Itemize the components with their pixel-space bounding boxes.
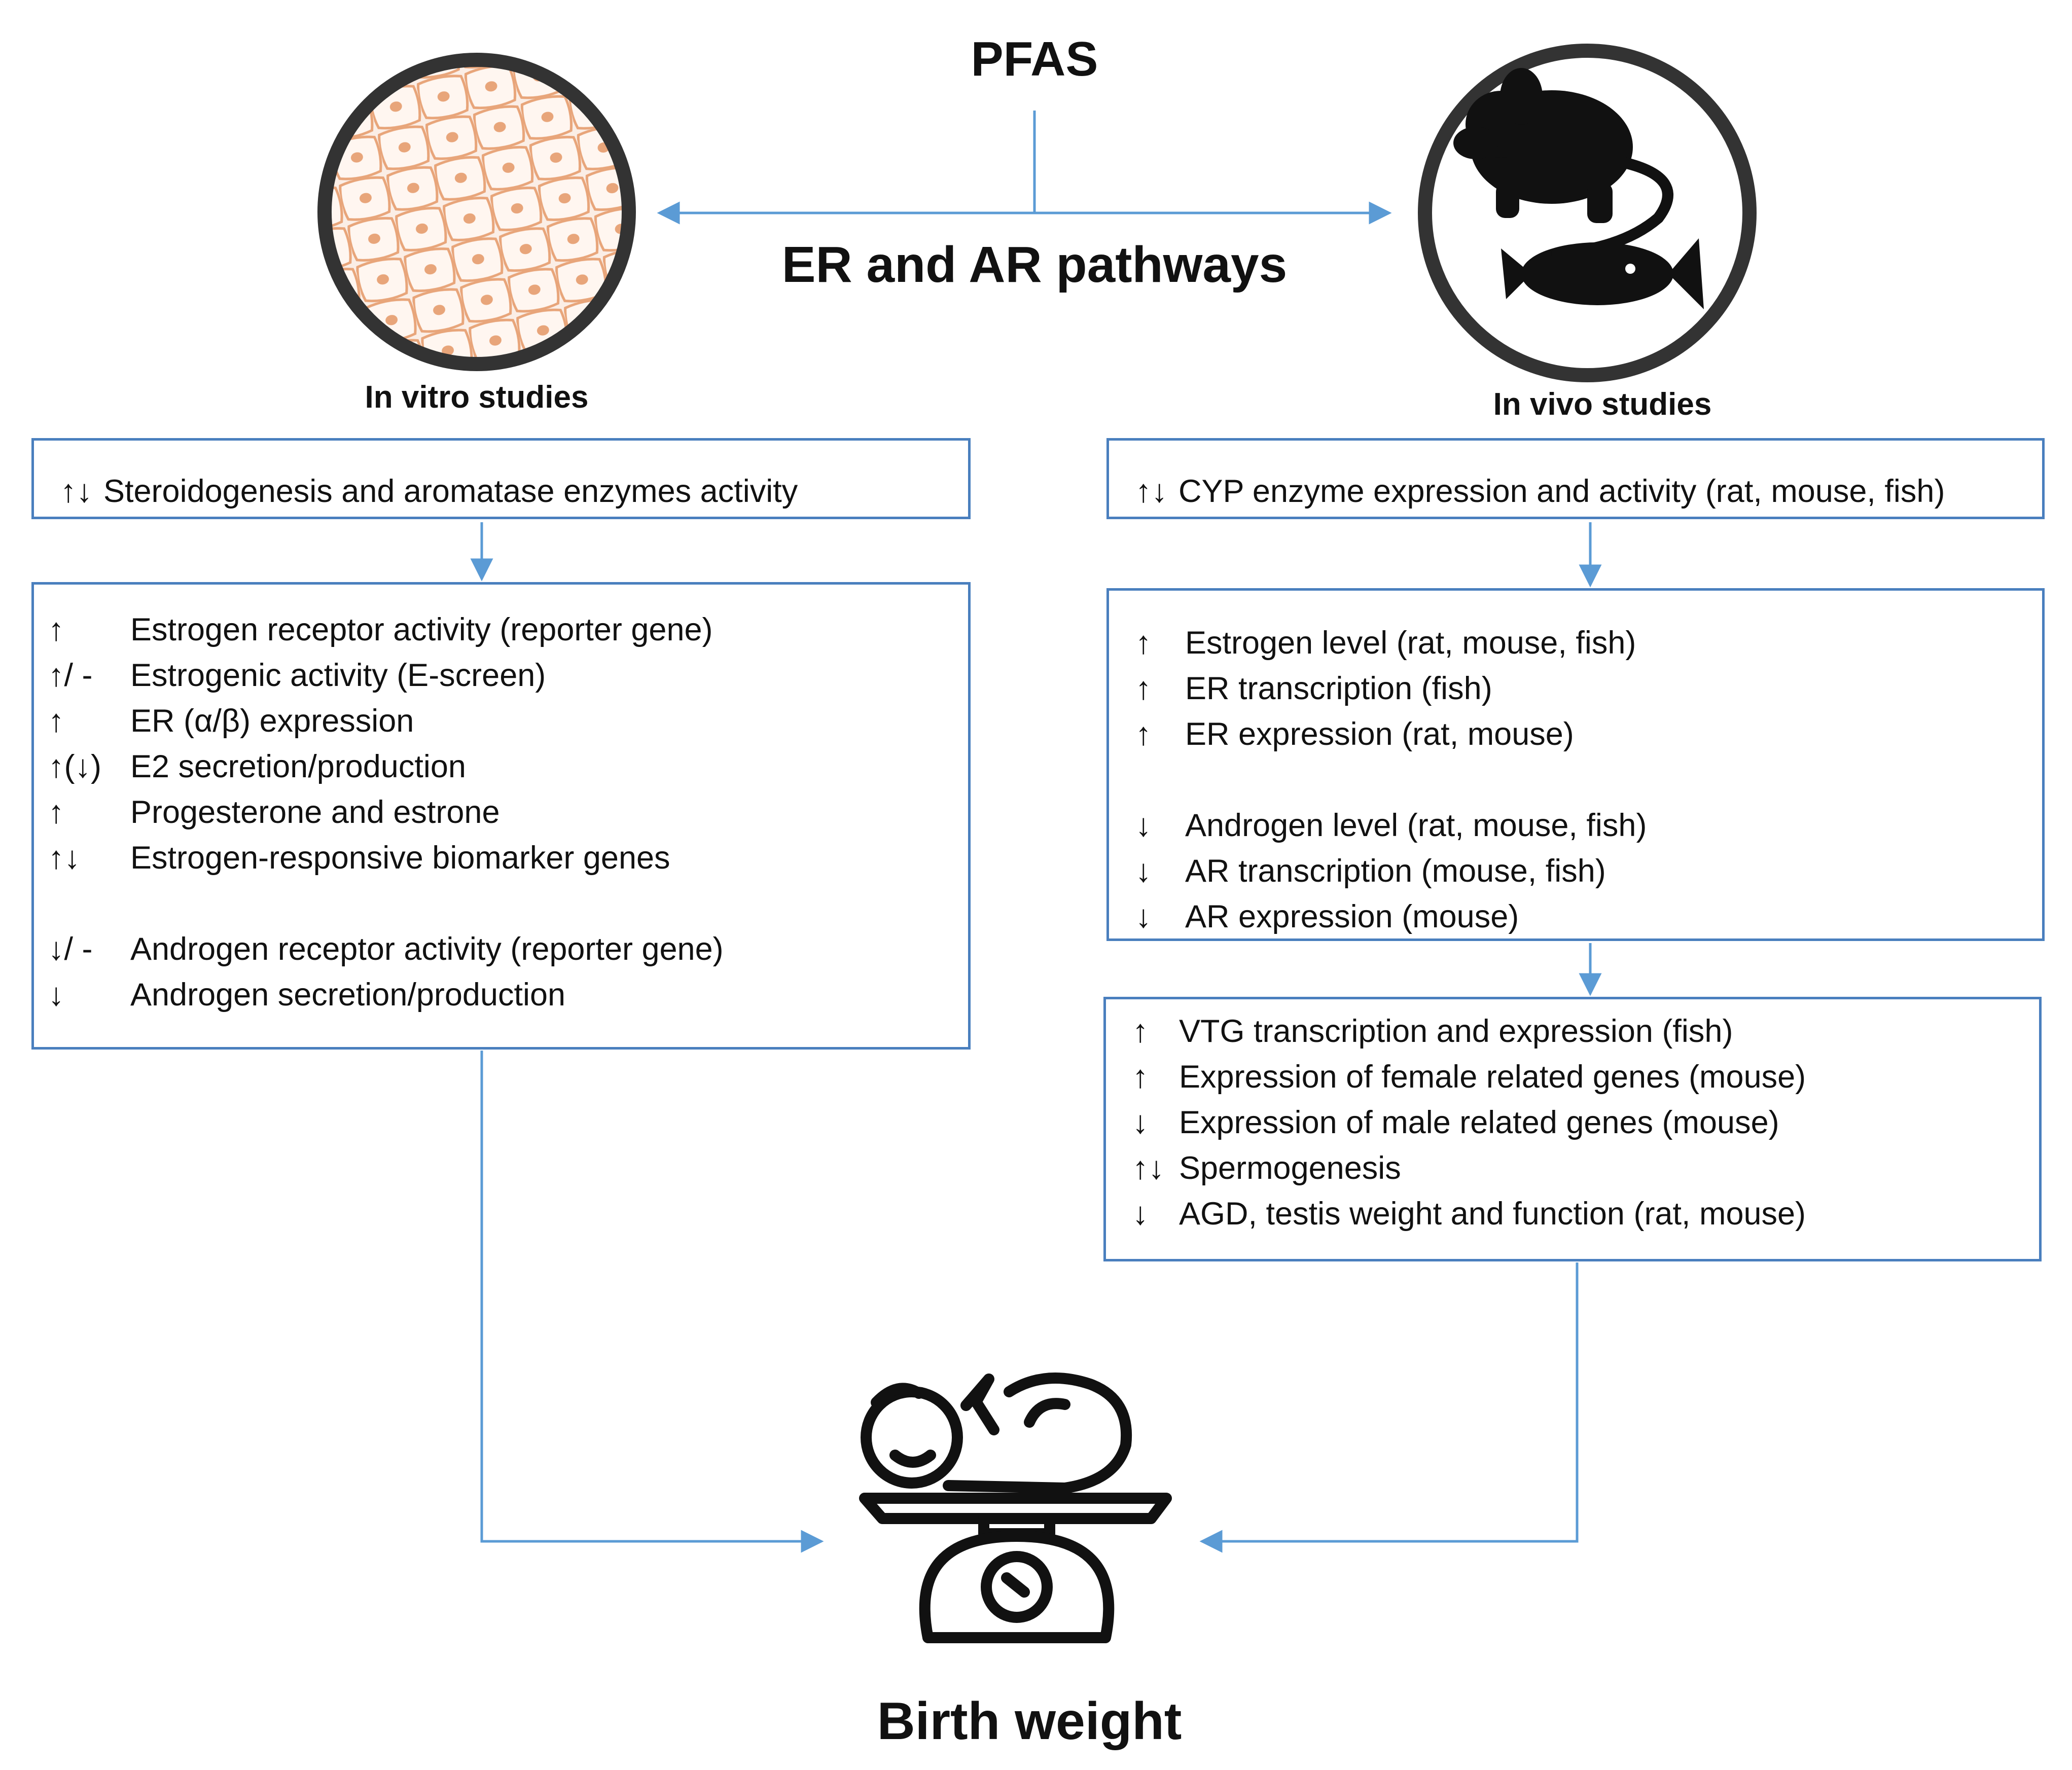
effect-symbol: ↓ bbox=[48, 977, 64, 1013]
effect-symbol: ↑↓ bbox=[60, 474, 92, 509]
effect-text: AR expression (mouse) bbox=[1185, 899, 1519, 934]
in-vitro-caption: In vitro studies bbox=[365, 380, 589, 415]
effect-text: Estrogen receptor activity (reporter gen… bbox=[130, 612, 713, 647]
effect-text: E2 secretion/production bbox=[130, 749, 466, 784]
cell-culture-icon bbox=[317, 53, 636, 371]
effect-text: ER transcription (fish) bbox=[1185, 671, 1492, 706]
effect-text: Estrogenic activity (E-screen) bbox=[130, 658, 546, 693]
effect-text: ER expression (rat, mouse) bbox=[1185, 716, 1574, 752]
list-item: ↑ ER transcription (fish) bbox=[1135, 666, 2042, 711]
list-item: ↓ AGD, testis weight and function (rat, m… bbox=[1132, 1191, 2039, 1237]
effect-symbol: ↓ bbox=[1132, 1196, 1149, 1232]
in-vivo-enzyme-box: ↑↓ CYP enzyme expression and activity (r… bbox=[1106, 438, 2045, 519]
list-item: ↑ Progesterone and estrone bbox=[48, 789, 968, 835]
effect-symbol: ↓ bbox=[1135, 853, 1152, 889]
rodent-and-fish-icon bbox=[1418, 44, 1757, 382]
effect-symbol: ↑ bbox=[1135, 716, 1152, 752]
effect-symbol: ↑↓ bbox=[48, 840, 80, 876]
effect-text: ER (α/β) expression bbox=[130, 703, 414, 739]
effect-text: Steroidogenesis and aromatase enzymes ac… bbox=[103, 474, 798, 509]
effect-symbol: ↑ bbox=[1135, 671, 1152, 706]
effect-symbol: ↓ bbox=[1135, 899, 1152, 934]
list-item: ↓ AR transcription (mouse, fish) bbox=[1135, 848, 2042, 894]
effect-symbol: ↑ bbox=[48, 794, 64, 830]
effect-symbol: ↑ bbox=[1132, 1014, 1149, 1049]
effect-symbol: ↓/ - bbox=[48, 931, 93, 967]
list-item: ↓ Expression of male related genes (mouse… bbox=[1132, 1100, 2039, 1145]
effect-text: Expression of female related genes (mous… bbox=[1179, 1059, 1806, 1095]
in-vitro-effects-box: ↑ Estrogen receptor activity (reporter ge… bbox=[31, 582, 971, 1050]
effect-text: VTG transcription and expression (fish) bbox=[1179, 1014, 1733, 1049]
list-item: ↑/ - Estrogenic activity (E-screen) bbox=[48, 653, 968, 698]
in-vivo-hormone-box: ↑ Estrogen level (rat, mouse, fish) ↑ ER t… bbox=[1106, 588, 2045, 941]
in-vitro-enzyme-box: ↑↓ Steroidogenesis and aromatase enzymes… bbox=[31, 438, 971, 519]
effect-symbol: ↑ bbox=[48, 703, 64, 739]
effect-symbol: ↑/ - bbox=[48, 658, 93, 693]
pathway-label: ER and AR pathways bbox=[781, 236, 1288, 293]
effect-text: AGD, testis weight and function (rat, mo… bbox=[1179, 1196, 1806, 1232]
list-item: ↓ AR expression (mouse) bbox=[1135, 894, 2042, 940]
list-item: ↓ Androgen secretion/production bbox=[48, 972, 968, 1018]
section-spacer bbox=[1135, 757, 2042, 803]
effect-symbol: ↓ bbox=[1135, 808, 1152, 843]
list-item: ↑ VTG transcription and expression (fish) bbox=[1132, 1008, 2039, 1054]
list-item: ↑ ER expression (rat, mouse) bbox=[1135, 711, 2042, 757]
arrow-vitro-to-birth-weight bbox=[480, 1051, 824, 1553]
effect-text: Androgen level (rat, mouse, fish) bbox=[1185, 808, 1647, 843]
in-vivo-outcome-box: ↑ VTG transcription and expression (fish)… bbox=[1103, 997, 2042, 1261]
list-item: ↑↓ CYP enzyme expression and activity (r… bbox=[1135, 471, 2042, 512]
pfas-label: PFAS bbox=[971, 32, 1098, 86]
effect-text: Progesterone and estrone bbox=[130, 794, 500, 830]
section-spacer bbox=[48, 881, 968, 926]
list-item: ↑ ER (α/β) expression bbox=[48, 698, 968, 744]
list-item: ↑(↓) E2 secretion/production bbox=[48, 744, 968, 789]
birth-weight-label: Birth weight bbox=[877, 1692, 1182, 1751]
effect-symbol: ↑(↓) bbox=[48, 749, 101, 784]
effect-text: AR transcription (mouse, fish) bbox=[1185, 853, 1606, 889]
list-item: ↓/ - Androgen receptor activity (reporter… bbox=[48, 926, 968, 972]
list-item: ↓ Androgen level (rat, mouse, fish) bbox=[1135, 803, 2042, 848]
effect-symbol: ↑↓ bbox=[1135, 474, 1167, 509]
in-vivo-caption: In vivo studies bbox=[1493, 387, 1712, 422]
list-item: ↑ Estrogen level (rat, mouse, fish) bbox=[1135, 620, 2042, 666]
effect-text: Expression of male related genes (mouse) bbox=[1179, 1105, 1779, 1140]
baby-on-scale-icon bbox=[859, 1372, 1172, 1643]
effect-symbol: ↑↓ bbox=[1132, 1150, 1164, 1186]
arrow-vivo-to-birth-weight bbox=[1199, 1262, 1579, 1553]
effect-symbol: ↑ bbox=[48, 612, 64, 647]
effect-text: Estrogen-responsive biomarker genes bbox=[130, 840, 670, 876]
list-item: ↑ Expression of female related genes (mou… bbox=[1132, 1054, 2039, 1100]
effect-text: Androgen secretion/production bbox=[130, 977, 566, 1013]
effect-text: CYP enzyme expression and activity (rat,… bbox=[1178, 474, 1945, 509]
list-item: ↑↓ Steroidogenesis and aromatase enzymes… bbox=[60, 471, 968, 512]
list-item: ↑↓ Estrogen-responsive biomarker genes bbox=[48, 835, 968, 881]
effect-symbol: ↑ bbox=[1135, 625, 1152, 661]
effect-symbol: ↓ bbox=[1132, 1105, 1149, 1140]
effect-text: Androgen receptor activity (reporter gen… bbox=[130, 931, 724, 967]
list-item: ↑ Estrogen receptor activity (reporter ge… bbox=[48, 607, 968, 653]
list-item: ↑↓ Spermogenesis bbox=[1132, 1145, 2039, 1191]
effect-text: Estrogen level (rat, mouse, fish) bbox=[1185, 625, 1636, 661]
effect-symbol: ↑ bbox=[1132, 1059, 1149, 1095]
effect-text: Spermogenesis bbox=[1179, 1150, 1401, 1186]
